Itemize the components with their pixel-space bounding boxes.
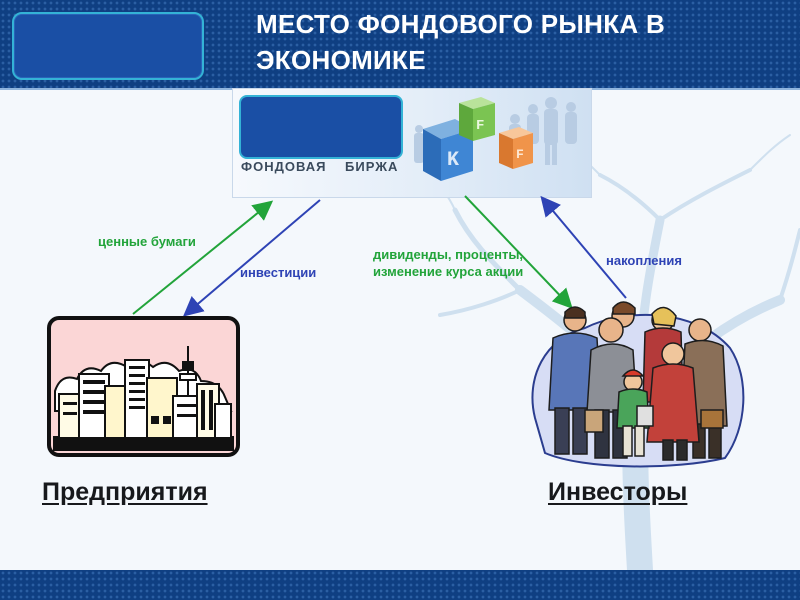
header-logo-box <box>12 12 204 80</box>
arrow-dividends <box>464 195 573 309</box>
footer-band <box>0 570 800 600</box>
exchange-logo-box <box>239 95 403 159</box>
arrow-savings <box>540 195 627 299</box>
label-dividends-line2: изменение курса акции <box>373 264 524 279</box>
arrow-securities <box>132 200 274 315</box>
label-dividends-line1: дивиденды, проценты, <box>373 247 524 262</box>
footer-pattern <box>0 570 800 600</box>
svg-text:F: F <box>516 147 524 162</box>
exchange-name: ФОНДОВАЯ БИРЖА <box>241 159 399 174</box>
arrow-investments <box>182 199 321 317</box>
stock-exchange-logo: K F F ФОНДОВАЯ БИРЖА <box>232 88 592 198</box>
investors-group-icon <box>531 301 745 468</box>
label-investments: инвестиции <box>240 265 317 280</box>
exchange-logo-icon: K F F <box>414 97 577 181</box>
city-icon <box>47 316 240 457</box>
svg-text:F: F <box>476 118 484 134</box>
label-securities: ценные бумаги <box>98 234 196 249</box>
caption-investors: Инвесторы <box>548 478 688 506</box>
caption-enterprises: Предприятия <box>42 478 208 506</box>
header-band: МЕСТО ФОНДОВОГО РЫНКА В ЭКОНОМИКЕ <box>0 0 800 90</box>
label-savings: накопления <box>606 253 682 268</box>
svg-text:K: K <box>447 149 459 172</box>
slide-title: МЕСТО ФОНДОВОГО РЫНКА В ЭКОНОМИКЕ <box>256 9 666 75</box>
